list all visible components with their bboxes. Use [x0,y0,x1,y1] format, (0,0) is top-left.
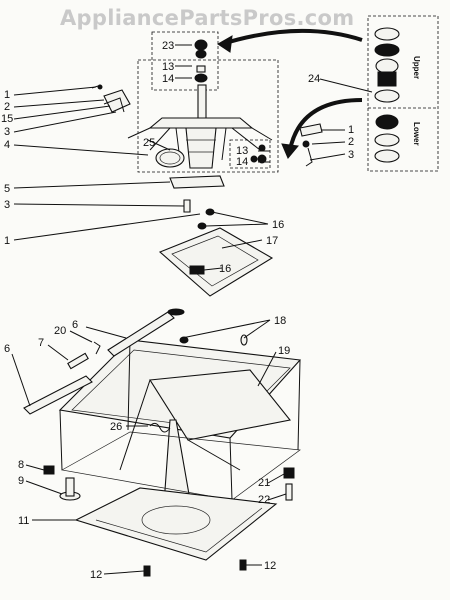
callout-15: 15 [1,113,13,125]
base-frame [23,308,302,505]
right-bolt-parts [299,123,323,167]
callout-12-right: 12 [264,560,276,572]
callout-12-left: 12 [90,569,102,581]
callout-labels: 1 2 15 3 4 25 5 3 1 23 13 14 24 13 14 1 … [1,40,354,581]
transmission-box [127,59,279,173]
arrow-to-upper [221,28,363,46]
callout-16: 16 [272,219,284,231]
watermark-text: AppliancePartsPros.com [60,6,355,30]
callout-2-right: 2 [348,136,354,148]
callout-9: 9 [18,475,24,487]
callout-18: 18 [274,315,286,327]
callout-13-right: 13 [236,145,248,157]
pump-bracket [158,208,274,297]
callout-1-lower: 1 [4,235,10,247]
bearing-inset: Upper Lower [367,15,439,172]
callout-19: 19 [278,345,290,357]
arrow-head-upper [217,35,233,53]
callout-6-top: 6 [72,319,78,331]
callout-1-right: 1 [348,124,354,136]
callout-13: 13 [162,61,174,73]
callout-8: 8 [18,459,24,471]
callout-22: 22 [258,494,270,506]
callout-5: 5 [4,183,10,195]
callout-1: 1 [4,89,10,101]
inset-label-lower: Lower [412,122,421,146]
callout-14-right: 14 [236,156,248,168]
leader-lines [11,44,373,575]
callout-3-right: 3 [348,149,354,161]
upper-bearing-box [151,31,219,91]
lower-link-parts [169,175,225,213]
inset-label-upper: Upper [412,56,421,79]
arrow-head-lower [281,143,299,159]
callout-7: 7 [38,337,44,349]
callout-25: 25 [143,137,155,149]
callout-3: 3 [4,126,10,138]
callout-2: 2 [4,101,10,113]
arrow-to-lower [288,98,363,151]
callout-16-inner: 16 [219,263,231,275]
callout-17: 17 [266,235,278,247]
callout-3-lower: 3 [4,199,10,211]
callout-26: 26 [110,421,122,433]
callout-23: 23 [162,40,174,52]
base-pan [74,487,278,577]
watermark: AppliancePartsPros.com [60,6,360,36]
callout-11: 11 [18,515,29,527]
leveling-feet [43,465,295,501]
callout-20: 20 [54,325,66,337]
callout-14: 14 [162,73,174,85]
callout-21: 21 [258,477,270,489]
callout-6-left: 6 [4,343,10,355]
callout-4: 4 [4,139,10,151]
callout-24: 24 [308,73,320,85]
